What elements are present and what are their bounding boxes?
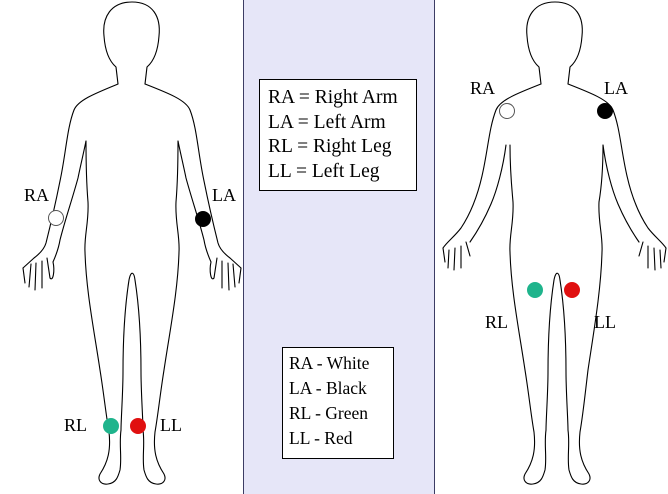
electrode-ra — [499, 103, 515, 119]
right-label-rl: RL — [485, 313, 508, 331]
color-ra: RA - White — [289, 351, 393, 376]
electrode-rl — [527, 282, 543, 298]
color-la: LA - Black — [289, 376, 393, 401]
legend-rl: RL = Right Leg — [268, 135, 416, 160]
legend-ra: RA = Right Arm — [268, 86, 416, 111]
left-label-rl: RL — [64, 416, 87, 434]
electrode-ra — [48, 210, 64, 226]
legend-ll: LL = Left Leg — [268, 160, 416, 185]
electrode-la — [195, 211, 211, 227]
right-label-la: LA — [604, 79, 628, 97]
electrode-la — [597, 103, 613, 119]
electrode-rl — [103, 418, 119, 434]
body-outline-precordial — [438, 0, 668, 494]
left-label-ll: LL — [160, 416, 182, 434]
right-label-ra: RA — [470, 79, 495, 97]
legend-la: LA = Left Arm — [268, 111, 416, 136]
right-label-ll: LL — [594, 313, 616, 331]
body-outline-limb-leads — [0, 0, 243, 494]
left-label-la: LA — [212, 186, 236, 204]
electrode-ll — [564, 282, 580, 298]
color-ll: LL - Red — [289, 426, 393, 451]
lead-color-legend: RA - White LA - Black RL - Green LL - Re… — [282, 347, 394, 459]
lead-abbreviation-legend: RA = Right Arm LA = Left Arm RL = Right … — [259, 79, 417, 191]
color-rl: RL - Green — [289, 401, 393, 426]
electrode-ll — [130, 418, 146, 434]
left-label-ra: RA — [24, 186, 49, 204]
